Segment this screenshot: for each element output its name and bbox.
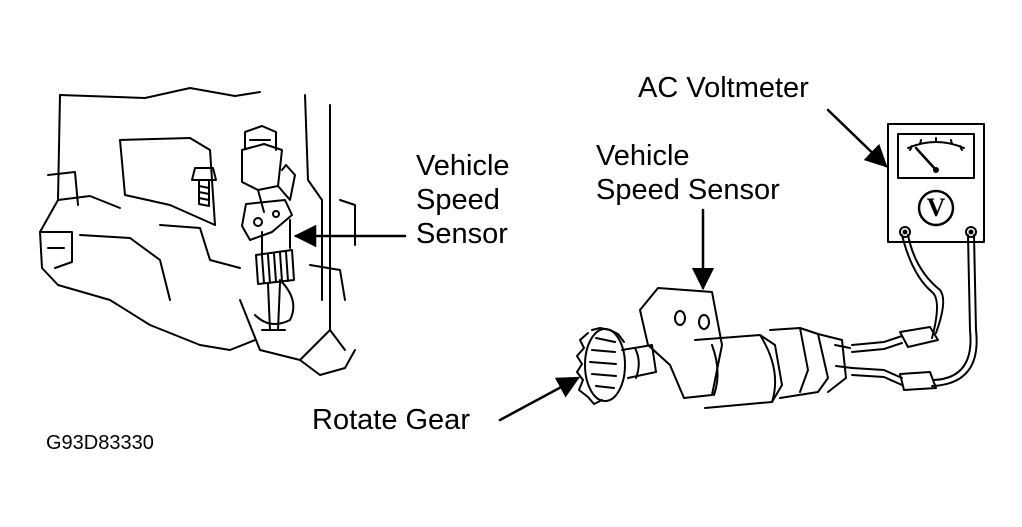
voltmeter-arrow — [826, 108, 888, 168]
left-sensor-label-line2: Speed — [416, 184, 500, 216]
ac-voltmeter — [887, 123, 985, 243]
rotate-gear-label: Rotate Gear — [312, 404, 470, 436]
vehicle-speed-sensor-removed — [576, 287, 853, 409]
transaxle-installed-view — [39, 87, 356, 376]
voltmeter-test-leads — [851, 234, 978, 391]
rotate-gear-arrow — [498, 376, 580, 422]
left-sensor-label-line1: Vehicle — [416, 150, 510, 182]
voltmeter-v-symbol: V — [926, 193, 946, 222]
ac-voltmeter-label: AC Voltmeter — [638, 72, 809, 104]
figure-code: G93D83330 — [46, 432, 154, 454]
right-sensor-label-line1: Vehicle — [596, 140, 690, 172]
left-sensor-label-line3: Sensor — [416, 218, 508, 250]
right-sensor-label-line2: Speed Sensor — [596, 174, 780, 206]
